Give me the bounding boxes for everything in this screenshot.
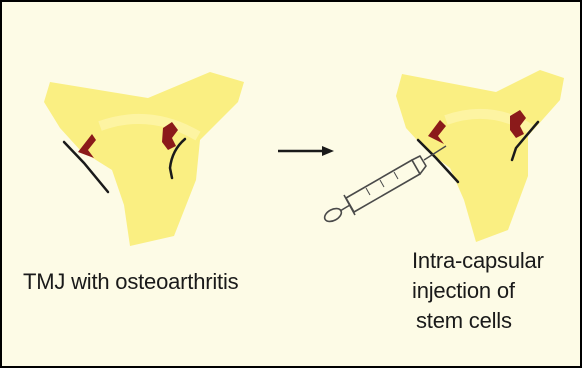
syringe-icon — [322, 146, 446, 224]
right-caption-line-3: stem cells — [412, 306, 544, 336]
left-bone — [44, 72, 244, 246]
right-caption-line-2: injection of — [412, 276, 544, 306]
right-arrow-icon — [278, 146, 334, 156]
right-bone — [396, 70, 564, 242]
right-caption-line-1: Intra-capsular — [412, 246, 544, 276]
left-caption: TMJ with osteoarthritis — [23, 267, 238, 297]
left-tmj-joint — [44, 72, 244, 246]
right-caption: Intra-capsular injection of stem cells — [412, 246, 544, 336]
right-tmj-joint — [396, 70, 564, 242]
